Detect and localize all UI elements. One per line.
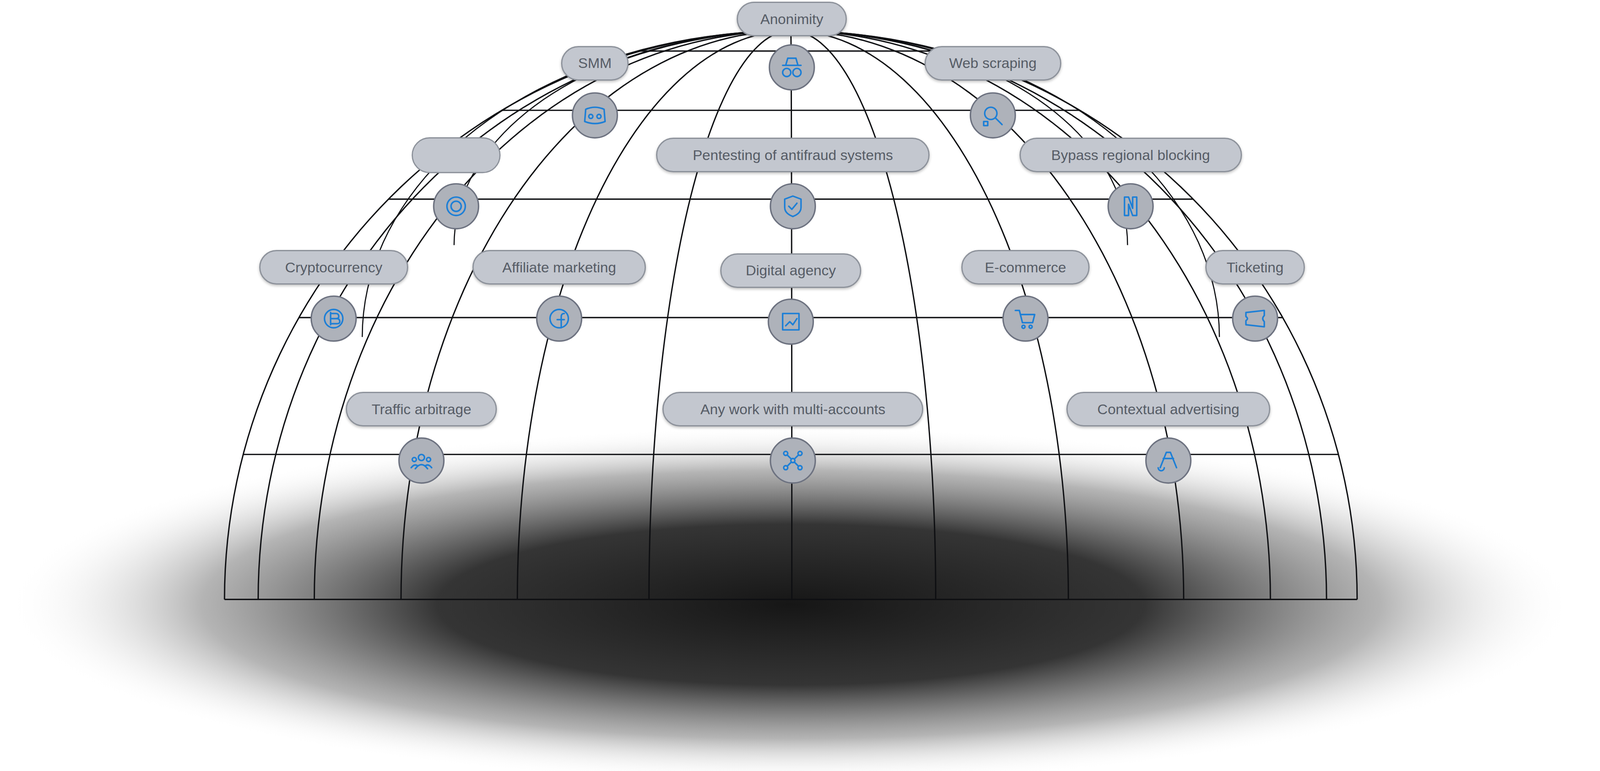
meridian-line bbox=[790, 30, 1327, 600]
icon-glyph bbox=[550, 309, 569, 329]
pill-label: Anonimity bbox=[760, 10, 824, 28]
pill-label: Web scraping bbox=[949, 54, 1037, 72]
crown-arc bbox=[790, 30, 1220, 338]
category-pill: Bypass regional blocking bbox=[1019, 137, 1243, 173]
category-pill: E-commerce bbox=[961, 249, 1091, 285]
icon-glyph bbox=[983, 107, 1003, 126]
icon-glyph bbox=[584, 107, 605, 124]
icon-glyph bbox=[1015, 310, 1035, 329]
pill-label: E-commerce bbox=[984, 259, 1067, 276]
pill-label: Affiliate marketing bbox=[502, 259, 617, 276]
pill-label: SMM bbox=[577, 54, 612, 72]
category-pill: Affiliate marketing bbox=[472, 249, 646, 285]
meridian-line bbox=[258, 30, 792, 600]
dome-wireframe bbox=[224, 30, 1358, 600]
icon-circle bbox=[572, 92, 618, 138]
category-icon bbox=[770, 183, 816, 229]
icon-circle bbox=[433, 183, 479, 229]
category-icon bbox=[1003, 295, 1048, 341]
category-icon bbox=[433, 183, 479, 229]
category-icon bbox=[768, 299, 814, 345]
icon-circle bbox=[536, 295, 582, 341]
pill-label: Contextual advertising bbox=[1097, 401, 1240, 418]
icon-glyph bbox=[782, 313, 800, 330]
category-icon bbox=[311, 295, 356, 341]
category-pill: Ticketing bbox=[1205, 249, 1306, 285]
icon-circle bbox=[398, 438, 444, 483]
icon-circle bbox=[1003, 295, 1048, 341]
parallel-line bbox=[224, 598, 1358, 600]
icon-layer bbox=[311, 44, 1278, 483]
pill-label: Ticketing bbox=[1226, 259, 1284, 276]
icon-glyph bbox=[1245, 310, 1265, 327]
icon-circle bbox=[1145, 438, 1191, 483]
icon-glyph bbox=[783, 451, 803, 470]
pill-label: Any work with multi-accounts bbox=[700, 401, 886, 418]
category-pill: Traffic arbitrage bbox=[345, 391, 497, 427]
meridian-line bbox=[517, 30, 791, 600]
icon-circle bbox=[770, 438, 816, 483]
category-pill: SMM bbox=[561, 46, 629, 81]
icon-glyph bbox=[1157, 452, 1177, 471]
meridian-line bbox=[790, 30, 1357, 600]
meridian-line bbox=[790, 30, 1069, 600]
meridian-line bbox=[790, 30, 1271, 600]
icon-circle bbox=[311, 295, 356, 341]
crown-arc bbox=[362, 30, 791, 338]
icon-circle bbox=[768, 299, 814, 345]
category-pill: Pentesting of antifraud systems bbox=[656, 137, 930, 173]
category-pill: Cryptocurrency bbox=[259, 249, 409, 285]
category-pill: Digital agency bbox=[720, 253, 862, 288]
pill-label: Traffic arbitrage bbox=[371, 401, 472, 418]
category-icon bbox=[572, 92, 618, 138]
category-icon bbox=[769, 44, 814, 90]
category-icon bbox=[1108, 183, 1153, 229]
meridian-line bbox=[224, 30, 791, 600]
icon-glyph bbox=[324, 309, 344, 329]
category-pill: Web scraping bbox=[924, 46, 1062, 81]
pill-label: Cryptocurrency bbox=[284, 259, 383, 276]
icon-glyph bbox=[782, 58, 802, 77]
category-pill: Any work with multi-accounts bbox=[662, 391, 924, 427]
icon-circle bbox=[970, 92, 1016, 138]
icon-glyph bbox=[447, 197, 466, 216]
category-icon bbox=[1145, 438, 1191, 483]
blank-pill bbox=[412, 138, 501, 173]
icon-circle bbox=[1108, 183, 1153, 229]
category-pill: Anonimity bbox=[736, 1, 847, 37]
icon-circle bbox=[769, 44, 814, 90]
category-icon bbox=[536, 295, 582, 341]
pill-label: Pentesting of antifraud systems bbox=[692, 146, 893, 164]
icon-glyph bbox=[784, 195, 802, 217]
pill-label: Bypass regional blocking bbox=[1051, 146, 1210, 164]
category-icon bbox=[770, 438, 816, 483]
meridian-line bbox=[401, 30, 791, 600]
category-icon bbox=[1232, 295, 1278, 341]
icon-circle bbox=[1232, 295, 1278, 341]
category-icon bbox=[970, 92, 1016, 138]
icon-circle bbox=[770, 183, 816, 229]
meridian-line bbox=[790, 30, 1184, 600]
icon-glyph bbox=[1124, 197, 1137, 216]
icon-glyph bbox=[411, 454, 432, 469]
meridian-line bbox=[314, 30, 791, 600]
ground-shadow bbox=[5, 425, 1577, 771]
category-pill: Contextual advertising bbox=[1066, 391, 1271, 427]
pill-label: Digital agency bbox=[745, 262, 836, 279]
category-icon bbox=[398, 438, 444, 483]
